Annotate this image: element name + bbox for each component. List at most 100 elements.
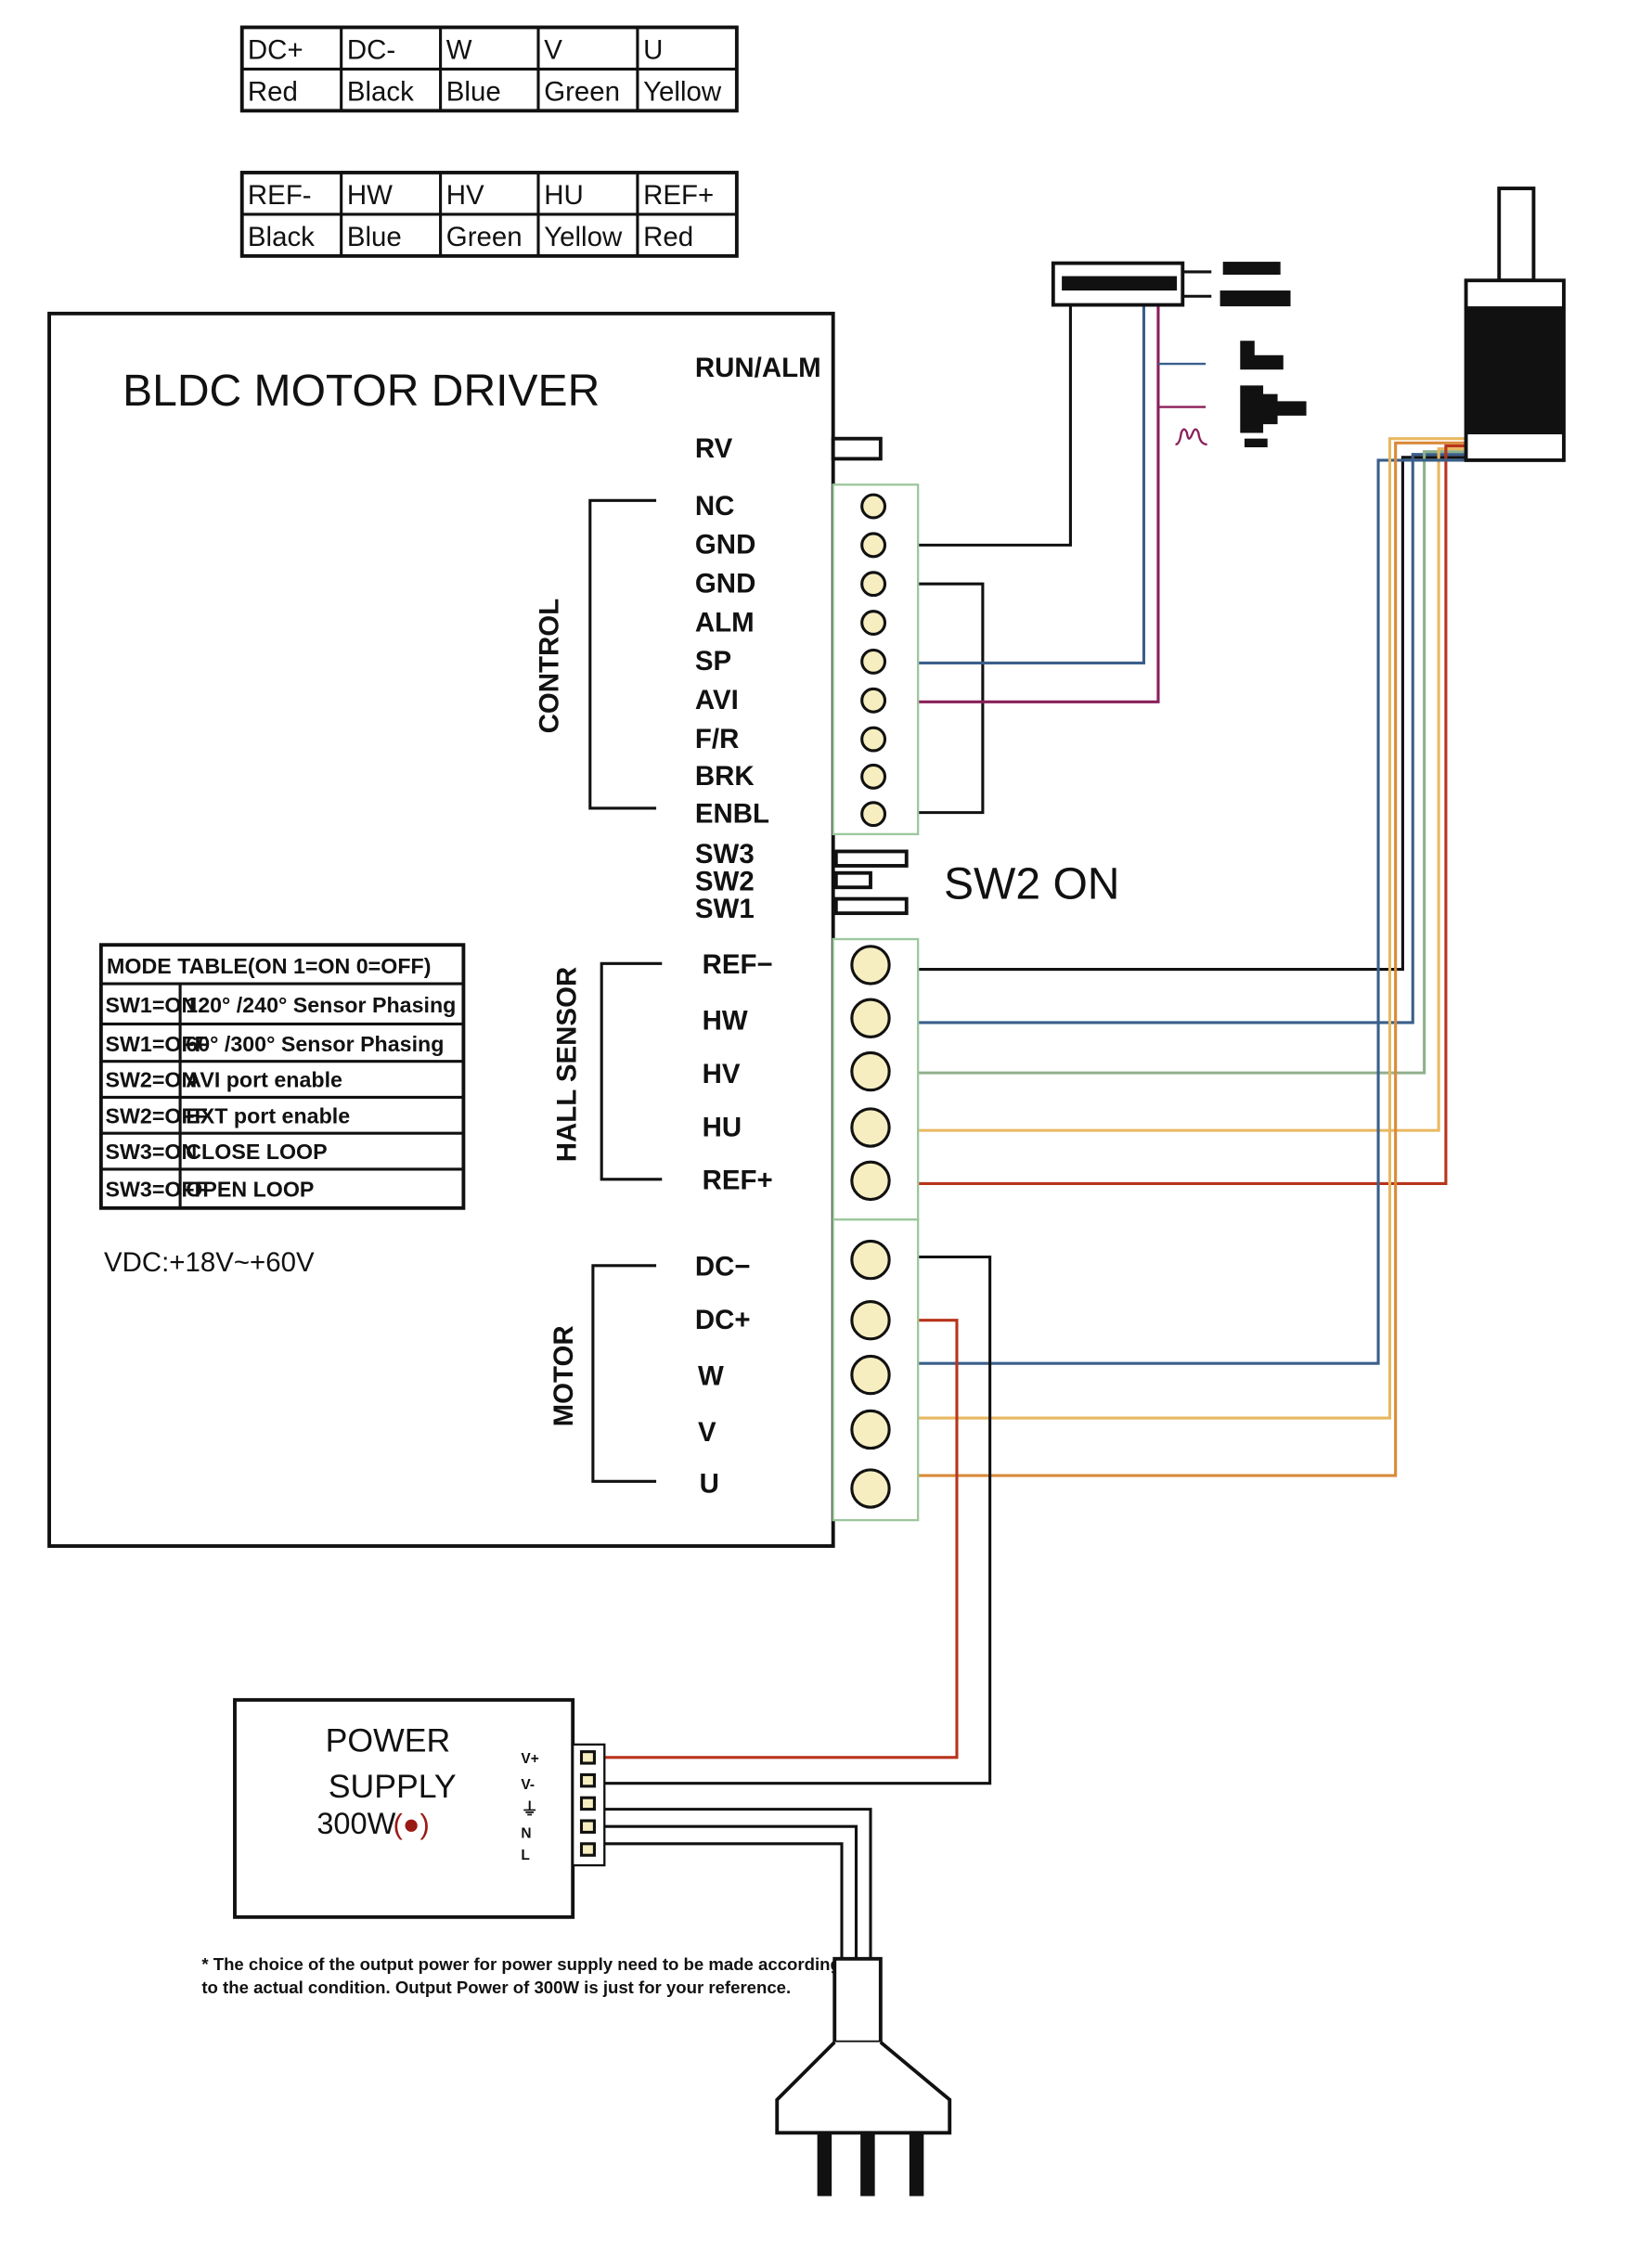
- mode-value: 120° /240° Sensor Phasing: [186, 993, 456, 1017]
- terminal-screw[interactable]: [850, 1354, 891, 1396]
- table-header: V: [544, 35, 562, 66]
- terminal-screw[interactable]: [860, 610, 887, 637]
- terminal-screw[interactable]: [860, 726, 887, 753]
- pin-label: SP: [695, 646, 731, 677]
- pin-label: DC−: [695, 1252, 751, 1282]
- psu-label-line1: POWER: [326, 1722, 451, 1759]
- mode-key: SW3=OFF: [106, 1177, 208, 1201]
- voltage-range: VDC:+18V~+60V: [104, 1247, 315, 1278]
- terminal-screw[interactable]: [860, 532, 887, 559]
- table-header: REF-: [248, 180, 312, 211]
- terminal-screw[interactable]: [860, 801, 887, 828]
- mode-key: SW1=OFF: [106, 1032, 208, 1056]
- dip-switch-sw3[interactable]: [833, 849, 909, 868]
- pin-label: F/R: [695, 724, 739, 754]
- mode-key: SW1=ON: [106, 993, 198, 1017]
- hall-group-label: HALL SENSOR: [551, 967, 582, 1162]
- table-cell: Black: [347, 76, 414, 107]
- wire-w: [918, 458, 1466, 1365]
- table-cell: Red: [643, 222, 693, 252]
- pin-label: HV: [703, 1059, 741, 1089]
- pin-label: GND: [695, 569, 755, 599]
- psu-terminal-label: V-: [521, 1777, 535, 1793]
- pin-label: DC+: [695, 1305, 751, 1335]
- wire-dc-minus: [604, 1255, 992, 1785]
- pulse-signal-icon: [1175, 428, 1207, 446]
- wire-hu: [918, 446, 1466, 1132]
- terminal-screw[interactable]: [860, 648, 887, 675]
- wire-gnd-potentiometer: [918, 304, 1072, 547]
- motor-color-table: DC+ DC- W V U Red Black Blue Green Yello…: [239, 25, 739, 113]
- pin-label: HU: [703, 1112, 742, 1142]
- mode-value: CLOSE LOOP: [186, 1140, 327, 1164]
- mode-key: SW2=OFF: [106, 1103, 208, 1128]
- control-group-label: CONTROL: [535, 599, 565, 734]
- wire-hw: [918, 453, 1466, 1024]
- dip-switch-sw1[interactable]: [833, 896, 909, 916]
- terminal-screw[interactable]: [850, 1468, 891, 1509]
- terminal-screw[interactable]: [850, 1299, 891, 1341]
- pin-label: AVI: [695, 685, 739, 715]
- mode-key: SW3=ON: [106, 1140, 198, 1164]
- wire-ac-1: [604, 1808, 872, 1959]
- table-cell: Yellow: [643, 76, 722, 107]
- terminal-screw[interactable]: [850, 1160, 891, 1202]
- table-cell: Blue: [446, 76, 501, 107]
- pin-label: HW: [703, 1006, 748, 1037]
- terminal-screw[interactable]: [860, 571, 887, 598]
- table-header: HV: [446, 180, 484, 211]
- pin-label: V: [698, 1417, 716, 1448]
- ground-icon: ⏚: [521, 1799, 538, 1819]
- psu-label-line3: 300W: [316, 1807, 395, 1840]
- footnote-line1: * The choice of the output power for pow…: [201, 1954, 841, 1974]
- terminal-screw[interactable]: [850, 1409, 891, 1450]
- run-alm-led-label: RUN/ALM: [695, 353, 821, 383]
- table-cell: Black: [248, 222, 315, 252]
- terminal-screw[interactable]: [860, 687, 887, 714]
- terminal-screw[interactable]: [850, 1239, 891, 1281]
- wire-ref-plus: [918, 444, 1466, 1186]
- pin-label: NC: [695, 491, 735, 522]
- wires: [604, 304, 1466, 1959]
- wire-avi: [918, 304, 1160, 703]
- motor-group-label: MOTOR: [548, 1325, 579, 1426]
- table-header: REF+: [643, 180, 714, 211]
- terminal-screw[interactable]: [860, 493, 887, 520]
- dip-switch-sw2[interactable]: [833, 870, 872, 890]
- control-terminals: [860, 493, 887, 828]
- psu-terminal-label: N: [521, 1826, 531, 1842]
- wire-ac-3: [604, 1842, 844, 1959]
- psu-terminal-label: L: [521, 1848, 529, 1863]
- wire-sp: [918, 304, 1145, 664]
- pin-label: REF+: [703, 1166, 773, 1196]
- terminal-screw[interactable]: [850, 1050, 891, 1092]
- switch-label: SW3: [695, 839, 755, 870]
- switch-note: SW2 ON: [944, 860, 1119, 909]
- terminal-screw[interactable]: [850, 945, 891, 986]
- potentiometer: [1051, 261, 1307, 447]
- psu-terminal-label: V+: [521, 1751, 538, 1767]
- wire-u: [918, 441, 1466, 1477]
- psu-led-icon: (●): [393, 1808, 429, 1840]
- bldc-motor: [1464, 187, 1566, 462]
- mode-table: MODE TABLE(ON 1=ON 0=OFF) SW1=ON 120° /2…: [98, 943, 466, 1210]
- terminal-screw[interactable]: [860, 763, 887, 790]
- pin-label: U: [700, 1469, 719, 1500]
- table-cell: Green: [544, 76, 620, 107]
- mode-table-title: MODE TABLE(ON 1=ON 0=OFF): [107, 954, 431, 978]
- terminal-screw[interactable]: [850, 1107, 891, 1148]
- table-cell: Green: [446, 222, 523, 252]
- mode-value: AVI port enable: [186, 1068, 342, 1092]
- table-header: DC-: [347, 35, 395, 66]
- rv-knob[interactable]: [831, 436, 883, 461]
- pin-label: ALM: [695, 607, 755, 638]
- mode-value: 60° /300° Sensor Phasing: [186, 1032, 444, 1056]
- wire-ac-2: [604, 1824, 858, 1959]
- pin-label: ENBL: [695, 798, 769, 829]
- terminal-screw[interactable]: [850, 998, 891, 1038]
- mode-value: EXT port enable: [186, 1103, 350, 1128]
- rv-label: RV: [695, 433, 733, 464]
- table-header: HU: [544, 180, 584, 211]
- pin-label: W: [698, 1360, 724, 1391]
- switch-symbol-icon: [1240, 341, 1284, 370]
